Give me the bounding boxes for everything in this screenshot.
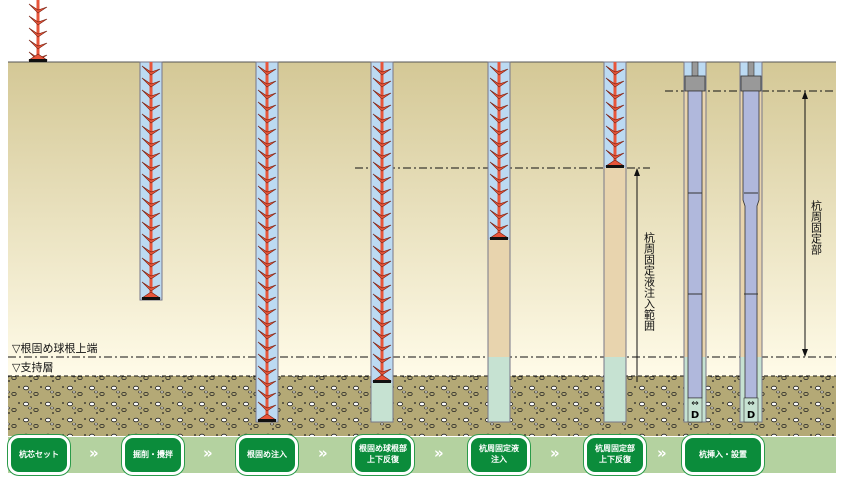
step-label-line1: 根固め球根部 <box>359 444 407 454</box>
diameter-arrow-icon: ⇔ <box>747 399 755 409</box>
step-label-line1: 杭周固定液 <box>479 444 519 454</box>
bearing-layer-label: ▽支持層 <box>12 360 53 374</box>
auger-3 <box>257 62 277 422</box>
ground-soil <box>8 62 836 376</box>
step-button-5[interactable]: 杭周固定液注入 <box>468 435 530 475</box>
auger-4 <box>372 62 392 383</box>
step-button-3[interactable]: 根固め注入 <box>236 435 298 475</box>
pile-2 <box>740 61 762 423</box>
bearing-layer-gravel <box>8 376 836 436</box>
step-label-line2: 上下反復 <box>367 455 399 464</box>
auger-6 <box>605 62 625 168</box>
step-label-line1: 杭周固定部 <box>595 444 635 454</box>
fixed-section-arrow <box>802 91 808 357</box>
step-separator-icon: » <box>318 444 328 462</box>
step-button-4[interactable]: 根固め球根部上下反復 <box>352 435 414 475</box>
step-label-line2: 注入 <box>491 455 507 464</box>
step-button-7[interactable]: 杭挿入・設置 <box>682 435 764 475</box>
step-button-1[interactable]: 杭芯セット <box>8 435 70 475</box>
fixed-section-label: 杭周固定部 <box>810 199 823 255</box>
step-separator-icon: » <box>89 444 99 462</box>
step-button-6[interactable]: 杭周固定部上下反復 <box>584 435 646 475</box>
step-label-line2: 上下反復 <box>599 455 631 464</box>
step-separator-icon: » <box>434 444 444 462</box>
step-separator-icon: » <box>550 444 560 462</box>
auger-1 <box>28 0 48 62</box>
auger-2 <box>141 62 161 300</box>
injection-range-label: 杭周固定液注入範囲 <box>643 231 656 332</box>
diameter-label-2: D <box>747 410 755 421</box>
step-separator-icon: » <box>203 444 213 462</box>
bulb-top-label: ▽根固め球根上端 <box>12 341 97 355</box>
diameter-arrow-icon: ⇔ <box>691 399 699 409</box>
step-separator-icon: » <box>657 444 667 462</box>
step-label-line1: 杭芯セット <box>19 449 59 459</box>
diameter-label-1: D <box>691 410 699 421</box>
step-label-line1: 根固め注入 <box>247 449 287 459</box>
step-label-line1: 掘削・攪拌 <box>133 449 173 459</box>
pile-1 <box>684 61 706 423</box>
step-label-line1: 杭挿入・設置 <box>699 449 747 459</box>
auger-5 <box>489 62 509 240</box>
injection-range-arrow <box>634 168 640 382</box>
step-button-2[interactable]: 掘削・攪拌 <box>122 435 184 475</box>
